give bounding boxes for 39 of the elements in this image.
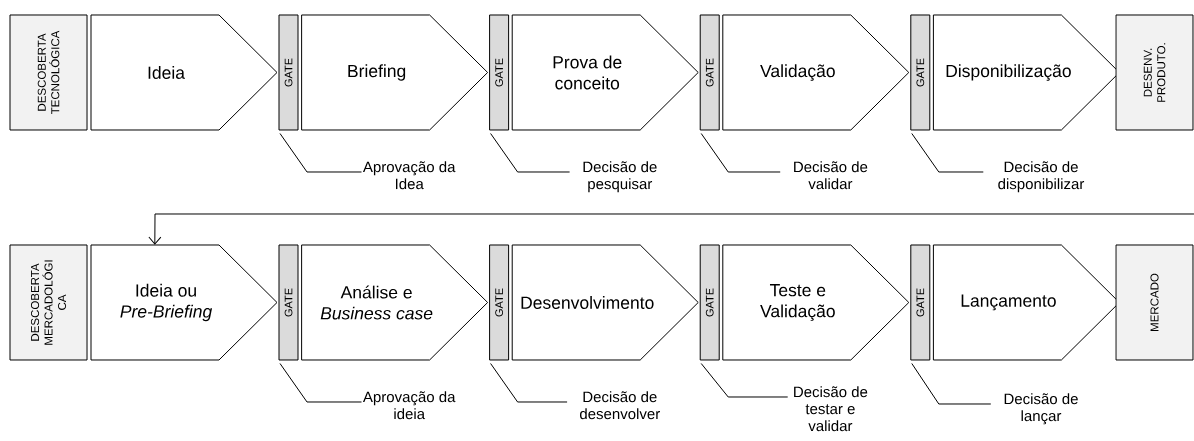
decision-label: Decisão de desenvolver xyxy=(580,391,660,420)
decision-label: Aprovação da ideia xyxy=(362,391,456,420)
gate-bar: GATE xyxy=(278,14,299,131)
leader-line xyxy=(911,133,984,173)
phase-box: DESCOBERTA MERCADOLÓGI CA xyxy=(9,244,88,361)
process-stage: Ideia xyxy=(90,14,278,131)
process-stage: Validação xyxy=(722,14,910,131)
decision-label: Decisão de testar e validar xyxy=(794,386,868,432)
process-stage: Análise e Business case xyxy=(301,244,489,361)
leader-line xyxy=(911,363,992,405)
process-stage: Ideia ou Pre-Briefing xyxy=(90,244,278,361)
gate-bar: GATE xyxy=(489,14,510,131)
gate-bar: GATE xyxy=(699,244,720,361)
decision-label: Decisão de validar xyxy=(794,161,868,190)
process-stage: Desenvolvimento xyxy=(511,244,699,361)
phase-box: DESCOBERTA TECNOLÓGICA xyxy=(9,14,88,131)
leader-line xyxy=(490,133,571,173)
phase-box: MERCADO xyxy=(1115,244,1194,361)
gate-bar: GATE xyxy=(278,244,299,361)
leader-line xyxy=(700,133,781,173)
process-stage: Lançamento xyxy=(932,244,1120,361)
decision-label: Decisão de lançar xyxy=(1004,393,1078,425)
leader-line xyxy=(700,363,789,398)
decision-label: Aprovação da Idea xyxy=(362,161,456,190)
process-stage: Prova de conceito xyxy=(511,14,699,131)
process-stage: Briefing xyxy=(301,14,489,131)
leader-line xyxy=(490,363,568,403)
process-stage: Teste e Validação xyxy=(722,244,910,361)
process-stage: Disponibilização xyxy=(932,14,1120,131)
gate-bar: GATE xyxy=(910,14,931,131)
arrow xyxy=(148,213,1194,245)
decision-label: Decisão de pesquisar xyxy=(583,161,657,193)
gate-bar: GATE xyxy=(699,14,720,131)
gate-bar: GATE xyxy=(910,244,931,361)
phase-box: DESENV. PRODUTO. xyxy=(1115,14,1194,131)
leader-line xyxy=(279,363,362,403)
gate-bar: GATE xyxy=(489,244,510,361)
leader-line xyxy=(279,133,362,173)
decision-label: Decisão de disponibilizar xyxy=(998,161,1085,193)
